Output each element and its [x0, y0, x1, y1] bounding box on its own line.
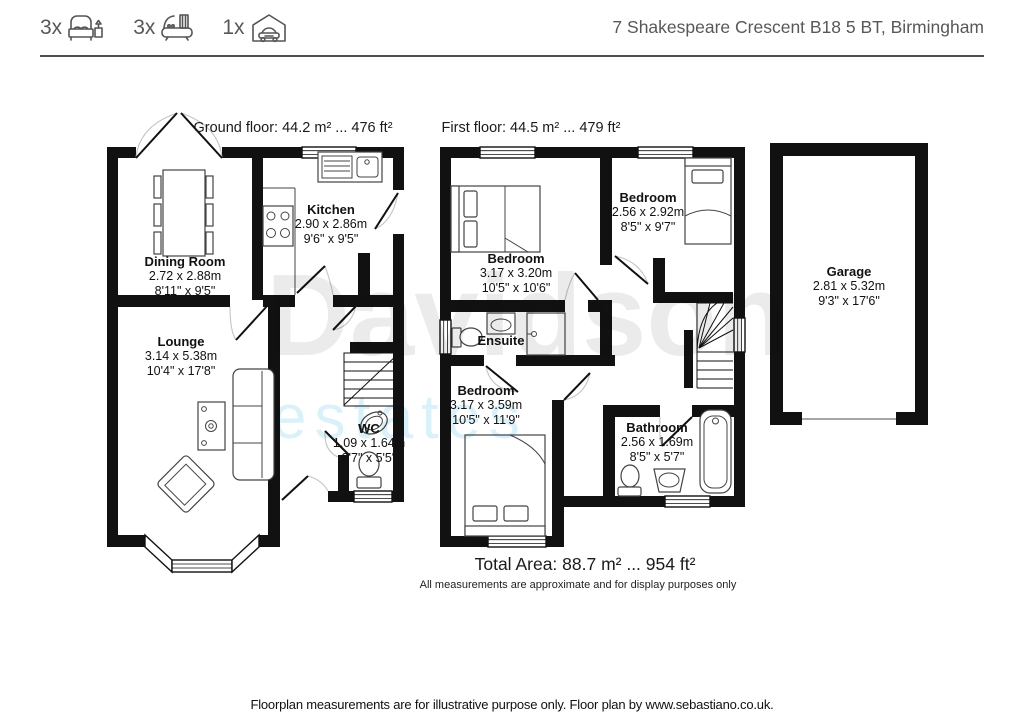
bathroom-toilet [617, 464, 642, 497]
wc-door [324, 430, 350, 458]
property-address: 7 Shakespeare Crescent B18 5 BT, Birming… [612, 17, 984, 37]
first-floor-label: First floor: 44.5 m² ... 479 ft² [441, 120, 621, 136]
bathtub [699, 409, 732, 494]
bathroom-door [659, 416, 693, 447]
room-label-kitchen: Kitchen 2.90 x 2.86m 9'6" x 9'5" [295, 202, 367, 247]
room-name: Kitchen [307, 202, 355, 217]
bathroom-count: 3x [133, 12, 194, 44]
bedroom3-bed [464, 434, 546, 537]
room-size-metric: 2.56 x 2.92m [611, 205, 685, 219]
room-size-imperial: 8'5" x 9'7" [620, 220, 676, 234]
ensuite-door [485, 365, 519, 393]
room-label-ensuite: Ensuite [478, 333, 525, 348]
sofa [232, 368, 275, 481]
bedroom1-bed [450, 185, 541, 253]
bathroom-count-label: 3x [133, 15, 156, 39]
bedroom3-window [487, 535, 547, 548]
bathroom-window [664, 495, 711, 508]
room-name: Dining Room [144, 254, 226, 269]
room-size-metric: 2.81 x 5.32m [812, 279, 886, 293]
room-label-lounge: Lounge 3.14 x 5.38m 10'4" x 17'8" [145, 334, 217, 379]
room-label-dining-room: Dining Room 2.72 x 2.88m 8'11" x 9'5" [145, 254, 226, 299]
room-label-bathroom: Bathroom 2.56 x 1.69m 8'5" x 5'7" [621, 420, 693, 465]
ensuite-basin [486, 312, 516, 335]
kitchen-door [296, 265, 334, 296]
lounge-door [229, 304, 269, 341]
room-size-imperial: 10'5" x 10'6" [481, 281, 551, 295]
room-label-bedroom-3: Bedroom 3.17 x 3.59m 10'5" x 11'9" [450, 383, 522, 428]
bath-icon [161, 13, 194, 41]
room-name: Bedroom [487, 251, 545, 266]
room-size-imperial: 8'5" x 5'7" [629, 450, 685, 464]
garage-icon [251, 13, 286, 42]
bedroom1-window [479, 146, 536, 159]
kitchen-sink [317, 151, 383, 183]
garage-plan [770, 143, 928, 425]
bedroom-count-label: 3x [40, 15, 63, 39]
kitchen-counter [263, 187, 296, 295]
room-name: Garage [826, 264, 872, 279]
room-label-wc: WC 1.09 x 1.64m 3'7" x 5'5" [333, 421, 405, 466]
room-name: Lounge [157, 334, 205, 349]
bedroom2-door [614, 255, 649, 285]
back-door [374, 192, 399, 230]
bedroom3-door [563, 372, 591, 401]
tv-unit [197, 401, 226, 451]
garage-count: 1x [222, 12, 287, 44]
ground-floor-plan [107, 112, 404, 574]
garage-count-label: 1x [222, 15, 245, 39]
ensuite-toilet [451, 327, 483, 348]
room-size-metric: 3.17 x 3.59m [449, 398, 523, 412]
front-door [281, 475, 329, 501]
kitchen-hob [262, 205, 294, 247]
room-label-bedroom-2: Bedroom 2.56 x 2.92m 8'5" x 9'7" [612, 190, 684, 235]
wc-basin [360, 410, 388, 435]
wc-toilet [356, 451, 382, 489]
room-name: Bedroom [619, 190, 677, 205]
bathroom-basin [653, 468, 686, 493]
dining-table [153, 169, 214, 257]
ground-floor-label: Ground floor: 44.2 m² ... 476 ft² [193, 120, 393, 136]
room-name: WC [358, 421, 380, 436]
room-size-imperial: 8'11" x 9'5" [154, 284, 216, 298]
room-size-imperial: 9'6" x 9'5" [303, 232, 359, 246]
french-door [135, 112, 223, 159]
bedroom2-window [637, 146, 694, 159]
stairs-window-right [733, 317, 746, 353]
bedroom-count: 3x [40, 12, 105, 44]
first-floor-stairs [696, 302, 734, 389]
total-area-label: Total Area: 88.7 m² ... 954 ft² [474, 554, 696, 574]
room-size-metric: 3.17 x 3.20m [479, 266, 553, 280]
bedroom2-bed [684, 157, 732, 245]
room-size-metric: 1.09 x 1.64m [332, 436, 406, 450]
ensuite-shower [526, 312, 566, 356]
room-size-imperial: 3'7" x 5'5" [341, 451, 397, 465]
hall-door [332, 305, 357, 331]
measurements-disclaimer: All measurements are approximate and for… [419, 579, 737, 591]
first-floor-plan [439, 146, 746, 548]
room-size-metric: 2.56 x 1.69m [620, 435, 694, 449]
landing-window-left [439, 319, 452, 355]
ground-stairs [343, 352, 399, 407]
room-size-imperial: 10'5" x 11'9" [452, 413, 520, 427]
room-size-metric: 2.72 x 2.88m [148, 269, 222, 283]
wc-window [353, 490, 393, 503]
room-name: Bathroom [626, 420, 688, 435]
armchair [157, 455, 215, 513]
room-name: Bedroom [457, 383, 515, 398]
bed-icon [68, 14, 103, 41]
bay-window [144, 533, 260, 574]
room-label-bedroom-1: Bedroom 3.17 x 3.20m 10'5" x 10'6" [480, 251, 552, 296]
header: 3x 3x 1x [40, 0, 984, 57]
room-label-garage: Garage 2.81 x 5.32m 9'3" x 17'6" [813, 264, 885, 309]
room-size-imperial: 9'3" x 17'6" [818, 294, 880, 308]
bedroom1-door [564, 272, 599, 301]
room-size-metric: 2.90 x 2.86m [294, 217, 368, 231]
room-size-metric: 3.14 x 5.38m [144, 349, 218, 363]
room-name: Ensuite [477, 333, 525, 348]
room-size-imperial: 10'4" x 17'8" [146, 364, 216, 378]
footer-credit: Floorplan measurements are for illustrat… [250, 697, 774, 712]
